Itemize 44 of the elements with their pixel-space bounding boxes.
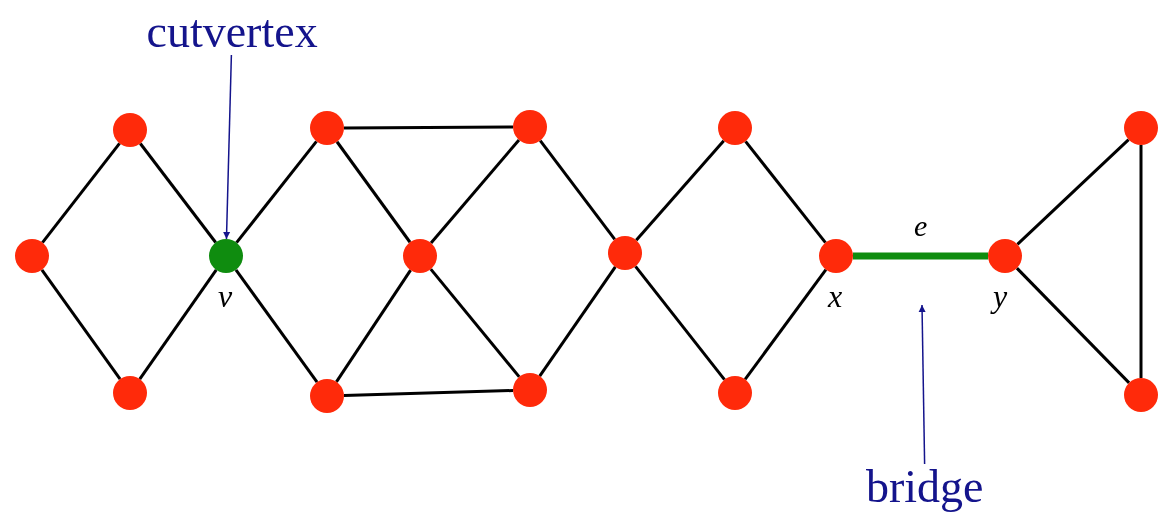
vertex-dot [310,379,344,413]
graph-edge [1015,267,1131,384]
vertex-dot [513,373,547,407]
graph-edge [429,138,521,245]
graph-edge [344,125,513,130]
graph-edge [41,142,121,244]
vertex-dot [608,236,642,270]
graph-edge [853,252,988,260]
vertex-label: x [828,280,843,312]
vertex-dot [403,239,437,273]
graph-edge [1139,145,1143,378]
annotation-label: bridge [866,464,984,510]
graph-edge [138,269,218,380]
graph-edge [235,140,318,244]
cut-vertex-dot [209,239,243,273]
graph-edge [40,268,122,381]
graph-edge [744,140,827,244]
leader-arrow [918,304,926,465]
vertex-dot [819,239,853,273]
graph-edge [635,139,725,242]
leader-arrow [223,54,233,240]
vertex-dot [1124,378,1158,412]
vertex-dot [15,239,49,273]
graph-edge [743,268,828,381]
graph-edge [1016,138,1130,246]
graph-edge [335,269,412,383]
annotation-label: cutvertex [146,9,318,55]
graph-edge [139,142,217,244]
graph-edge [335,140,412,244]
graph-edge [234,268,319,384]
vertex-dot [310,111,344,145]
vertex-dot [1124,111,1158,145]
graph-edge [343,389,514,397]
vertex-dot [718,376,752,410]
vertex-dot [718,111,752,145]
graph-edge [539,139,616,241]
vertex-dot [988,239,1022,273]
graph-edge [538,266,617,377]
vertex-label: v [218,280,233,312]
graph-edge [429,268,521,378]
vertex-dot [113,113,147,147]
vertex-dot [513,110,547,144]
graph-edge [634,265,726,381]
vertex-dot [113,376,147,410]
